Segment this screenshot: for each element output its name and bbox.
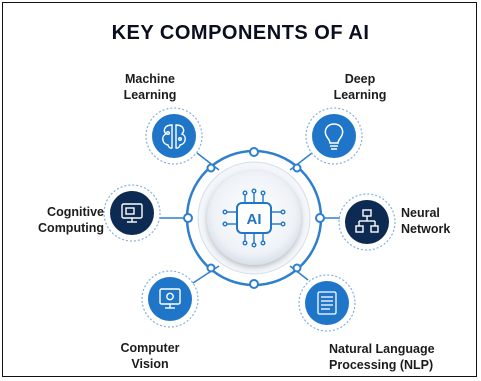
label-cognitive-computing: Cognitive Computing xyxy=(38,205,104,235)
node-nlp xyxy=(298,274,356,332)
label-deep-learning: Deep Learning xyxy=(333,72,387,102)
node-neural-network xyxy=(338,193,396,251)
label-neural-network: Neural Network xyxy=(401,206,451,236)
node-computer-vision xyxy=(141,270,199,328)
label-machine-learning: Machine Learning xyxy=(123,72,177,102)
brain-circuit-icon xyxy=(162,124,186,149)
node-machine-learning xyxy=(145,107,203,165)
document-lines-icon xyxy=(317,291,337,315)
node-deep-learning xyxy=(305,107,363,165)
label-computer-vision: Computer Vision xyxy=(120,341,180,371)
monitor-gear-icon xyxy=(159,288,181,309)
ai-chip-icon: AI xyxy=(222,188,286,248)
lightbulb-icon xyxy=(324,123,344,150)
ai-label: AI xyxy=(247,211,262,228)
diagram-title: KEY COMPONENTS OF AI xyxy=(111,22,370,44)
node-cognitive-computing xyxy=(103,184,161,242)
label-nlp: Natural Language Processing (NLP) xyxy=(329,342,435,372)
ring-nodes xyxy=(183,147,325,289)
network-hierarchy-icon xyxy=(355,209,379,233)
computer-screen-icon xyxy=(121,203,143,223)
